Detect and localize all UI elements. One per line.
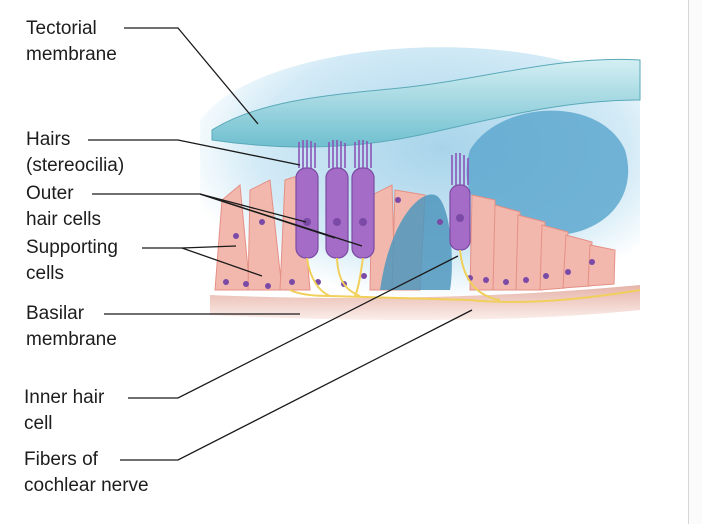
label-inner-hair-cell-line1: Inner hair: [24, 387, 105, 408]
tectorial-membrane: [211, 58, 641, 148]
label-hairs-line2: (stereocilia): [26, 155, 125, 176]
label-fibers-of-cochlear-nerve-line2: cochlear nerve: [24, 475, 149, 496]
label-outer-hair-cells-line1: Outer: [26, 183, 74, 204]
cochlear-nerve-fibers: [289, 249, 641, 303]
leader-hairs: [88, 139, 301, 166]
label-hairs-line1: Hairs: [26, 129, 71, 150]
label-tectorial-membrane-line1: Tectorial: [26, 18, 97, 39]
tunnel-of-corti: [380, 194, 452, 290]
label-supporting-cells-line2: cells: [26, 263, 65, 284]
basilar-membrane-band: [210, 285, 640, 320]
leader-tectorial: [124, 27, 259, 125]
right-panel-background: [689, 0, 702, 524]
outer-hair-cells: [295, 167, 375, 259]
label-outer-hair-cells-line2: hair cells: [26, 209, 101, 230]
stereocilia: [298, 140, 469, 185]
leader-lines: [88, 27, 473, 461]
tunnel-chamber-right: [466, 110, 629, 236]
label-fibers-of-cochlear-nerve-line1: Fibers of: [24, 449, 98, 470]
label-basilar-membrane-line1: Basilar: [26, 303, 85, 324]
leader-fibers: [120, 309, 473, 461]
leader-inner-hair-cell: [128, 255, 459, 399]
right-panel-divider: [688, 0, 689, 524]
label-tectorial-membrane-line2: membrane: [26, 44, 117, 65]
label-basilar-membrane-line2: membrane: [26, 329, 117, 350]
label-supporting-cells-line1: Supporting: [26, 237, 118, 258]
label-inner-hair-cell-line2: cell: [24, 413, 53, 434]
cell-nuclei: [223, 197, 595, 289]
